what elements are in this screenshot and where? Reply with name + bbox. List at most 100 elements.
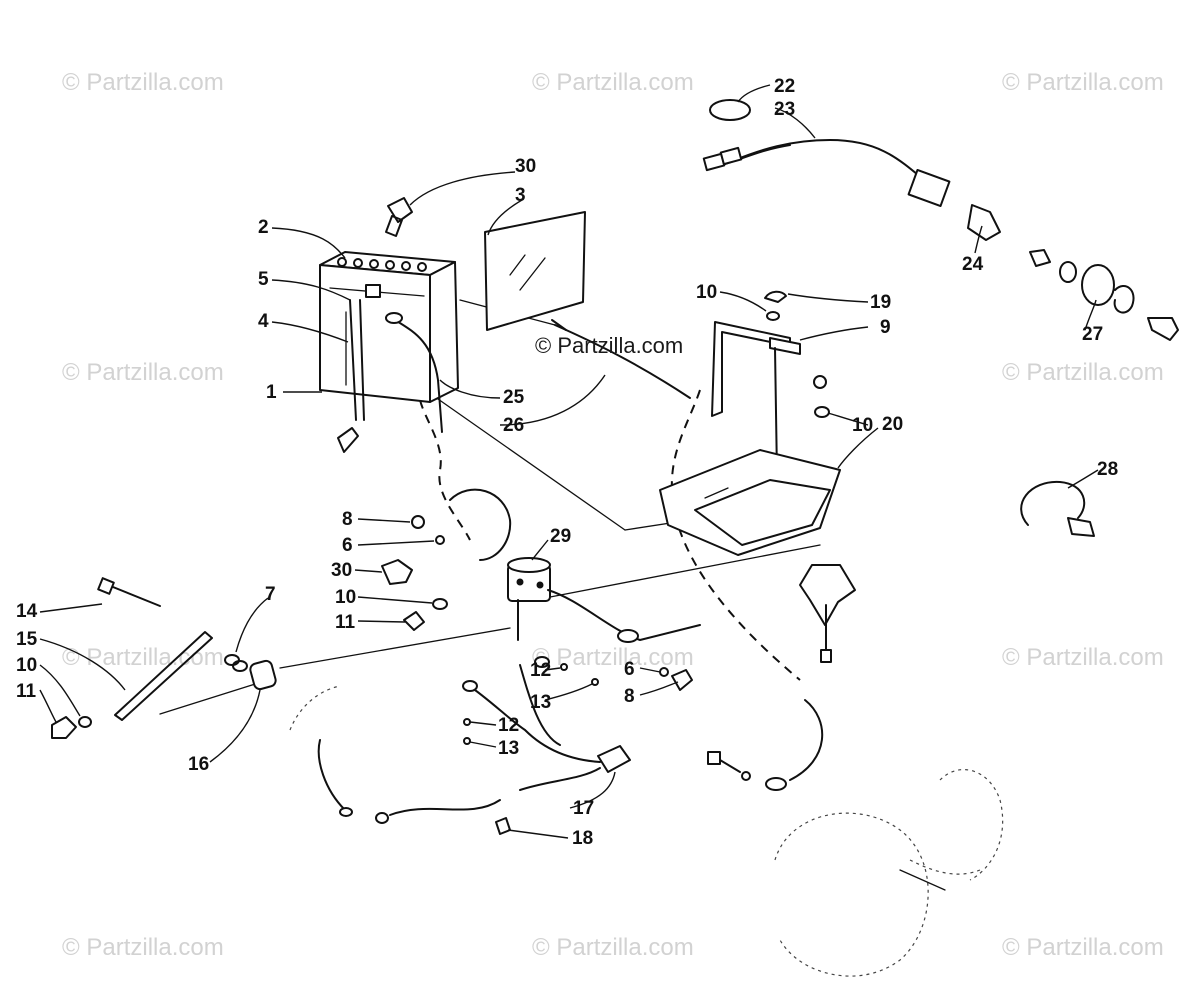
clip-tab xyxy=(1067,517,1095,537)
battery-terminal xyxy=(365,284,381,298)
washer xyxy=(432,598,448,610)
callout-17: 17 xyxy=(573,798,594,819)
center-watermark: © Partzilla.com xyxy=(535,333,683,358)
watermark-text: © Partzilla.com xyxy=(1002,934,1164,961)
washer xyxy=(814,406,830,418)
watermark-layer: © Partzilla.com © Partzilla.com © Partzi… xyxy=(62,69,1164,961)
leader-lines xyxy=(39,84,1099,839)
watermark-text: © Partzilla.com xyxy=(62,69,224,96)
connector xyxy=(719,146,743,166)
callout-22: 22 xyxy=(774,76,795,97)
callout-30: 30 xyxy=(515,156,536,177)
washer xyxy=(766,311,780,321)
ignition-switch xyxy=(967,204,1001,241)
callout-4: 4 xyxy=(258,311,269,332)
nut xyxy=(671,669,693,691)
callout-26: 26 xyxy=(503,415,524,436)
callout-11: 11 xyxy=(16,681,37,702)
nut xyxy=(51,716,77,739)
callout-5: 5 xyxy=(258,269,269,290)
spring xyxy=(1113,285,1135,314)
ground-strap xyxy=(789,699,824,781)
wiring-harness xyxy=(375,656,631,835)
ground-cable xyxy=(554,324,691,399)
callout-10: 10 xyxy=(16,655,37,676)
watermark-text: © Partzilla.com xyxy=(1002,69,1164,96)
callout-3: 3 xyxy=(515,185,526,206)
terminal-cap xyxy=(385,197,413,237)
strap-hook xyxy=(337,427,359,453)
bolt-head xyxy=(707,751,721,765)
washer xyxy=(78,716,92,728)
callout-16: 16 xyxy=(188,754,209,775)
callout-8: 8 xyxy=(624,686,635,707)
hex-nut xyxy=(813,375,827,389)
washer xyxy=(232,660,248,672)
callout-15: 15 xyxy=(16,629,38,650)
callout-19: 19 xyxy=(870,292,891,313)
callout-8: 8 xyxy=(342,509,353,530)
watermark-text: © Partzilla.com xyxy=(1002,644,1164,671)
engine-housing-outline xyxy=(774,769,1004,977)
callout-13: 13 xyxy=(498,738,519,759)
callout-20: 20 xyxy=(882,414,903,435)
callout-24: 24 xyxy=(962,254,984,275)
callout-18: 18 xyxy=(572,828,593,849)
watermark-text: © Partzilla.com xyxy=(532,644,694,671)
callout-30: 30 xyxy=(331,560,352,581)
assembly-lines xyxy=(159,299,821,731)
washer xyxy=(435,535,445,545)
watermark-text: © Partzilla.com xyxy=(62,934,224,961)
connector-block xyxy=(597,745,631,773)
callout-28: 28 xyxy=(1097,459,1118,480)
mount-strap xyxy=(114,631,213,721)
callout-13: 13 xyxy=(530,692,551,713)
battery xyxy=(319,251,459,453)
watermark-text: © Partzilla.com xyxy=(62,644,224,671)
callout-2: 2 xyxy=(258,217,269,238)
battery-bracket xyxy=(711,290,801,541)
callout-6: 6 xyxy=(624,659,635,680)
solenoid-cable xyxy=(449,488,512,561)
washer xyxy=(741,771,751,781)
washer xyxy=(224,654,240,666)
callout-10: 10 xyxy=(852,415,873,436)
callout-23: 23 xyxy=(774,99,795,120)
watermark-text: © Partzilla.com xyxy=(62,359,224,386)
terminal-boot xyxy=(381,559,413,585)
callout-12: 12 xyxy=(530,660,551,681)
callout-14: 14 xyxy=(16,601,38,622)
lead-wire xyxy=(317,739,346,811)
callout-6: 6 xyxy=(342,535,353,556)
callout-9: 9 xyxy=(880,317,891,338)
bolt-head xyxy=(820,649,832,663)
wire-clip xyxy=(1020,480,1086,526)
battery-tray xyxy=(659,375,856,663)
callout-12: 12 xyxy=(498,715,519,736)
battery-cell-caps xyxy=(337,257,427,272)
mount-bolt xyxy=(107,584,161,607)
ring-terminal xyxy=(617,629,639,643)
hex-nut xyxy=(411,515,425,529)
callout-1: 1 xyxy=(266,382,277,403)
bolt-head xyxy=(97,577,115,595)
nut xyxy=(403,611,425,631)
nut xyxy=(1029,249,1051,267)
starter-solenoid xyxy=(507,557,551,641)
callout-7: 7 xyxy=(265,584,276,605)
key xyxy=(1147,317,1179,341)
bezel xyxy=(1081,264,1115,306)
terminal xyxy=(339,807,353,817)
lock-washer xyxy=(1059,261,1077,283)
callout-29: 29 xyxy=(550,526,571,547)
callout-10: 10 xyxy=(335,587,356,608)
watermark-text: © Partzilla.com xyxy=(532,934,694,961)
wing-nut xyxy=(764,290,787,303)
cable-clamp xyxy=(709,99,751,121)
starter-mount-hardware xyxy=(51,577,277,739)
watermark-text: © Partzilla.com xyxy=(1002,359,1164,386)
ignition-harness xyxy=(702,99,1179,341)
watermark-text: © Partzilla.com xyxy=(532,69,694,96)
